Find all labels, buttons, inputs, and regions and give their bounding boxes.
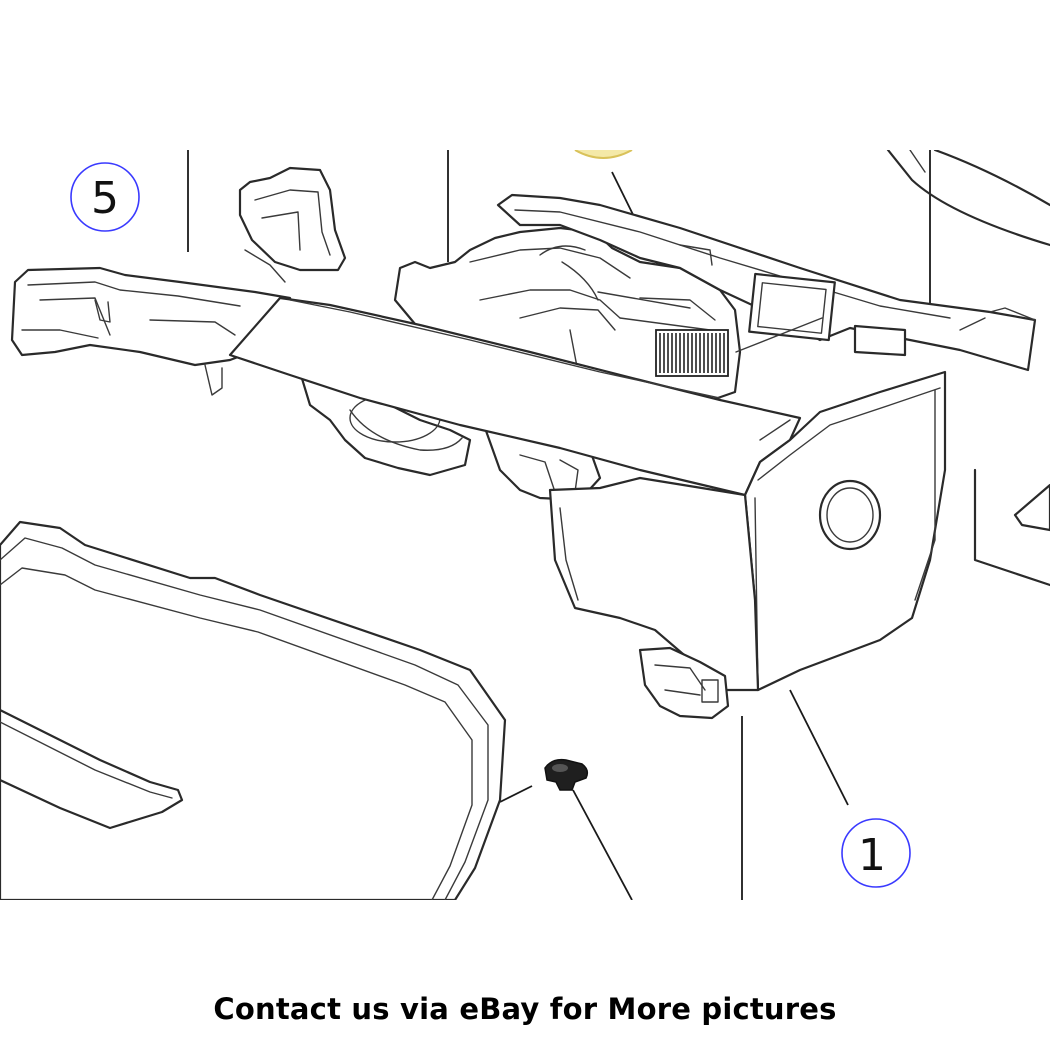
leader-line-panel-clip [499, 785, 533, 803]
caption-text: Contact us via eBay for More pictures [213, 992, 837, 1026]
callout-5-ring [70, 162, 140, 232]
leader-line-to-callout-1 [789, 689, 849, 806]
hatched-label [655, 329, 729, 377]
console-rear-frame [496, 193, 1037, 372]
console-upper-bracket [238, 166, 347, 283]
hatch-lines [659, 333, 725, 373]
callout-1-ring [841, 818, 911, 888]
push-pin-fastener [544, 758, 589, 791]
callout-5: 5 [70, 162, 140, 232]
round-opening [818, 479, 882, 551]
callout-5-number: 5 [91, 173, 119, 224]
right-background-parts [886, 150, 1050, 587]
partial-callout-circle [574, 150, 633, 159]
console-lower-center [298, 370, 602, 502]
console-bottom-clip [638, 646, 730, 720]
callout-1-number: 1 [858, 830, 886, 881]
leader-line-fastener [572, 789, 633, 900]
lower-trim-panel [0, 520, 507, 900]
console-front-body [548, 370, 947, 692]
callout-1: 1 [841, 818, 911, 888]
